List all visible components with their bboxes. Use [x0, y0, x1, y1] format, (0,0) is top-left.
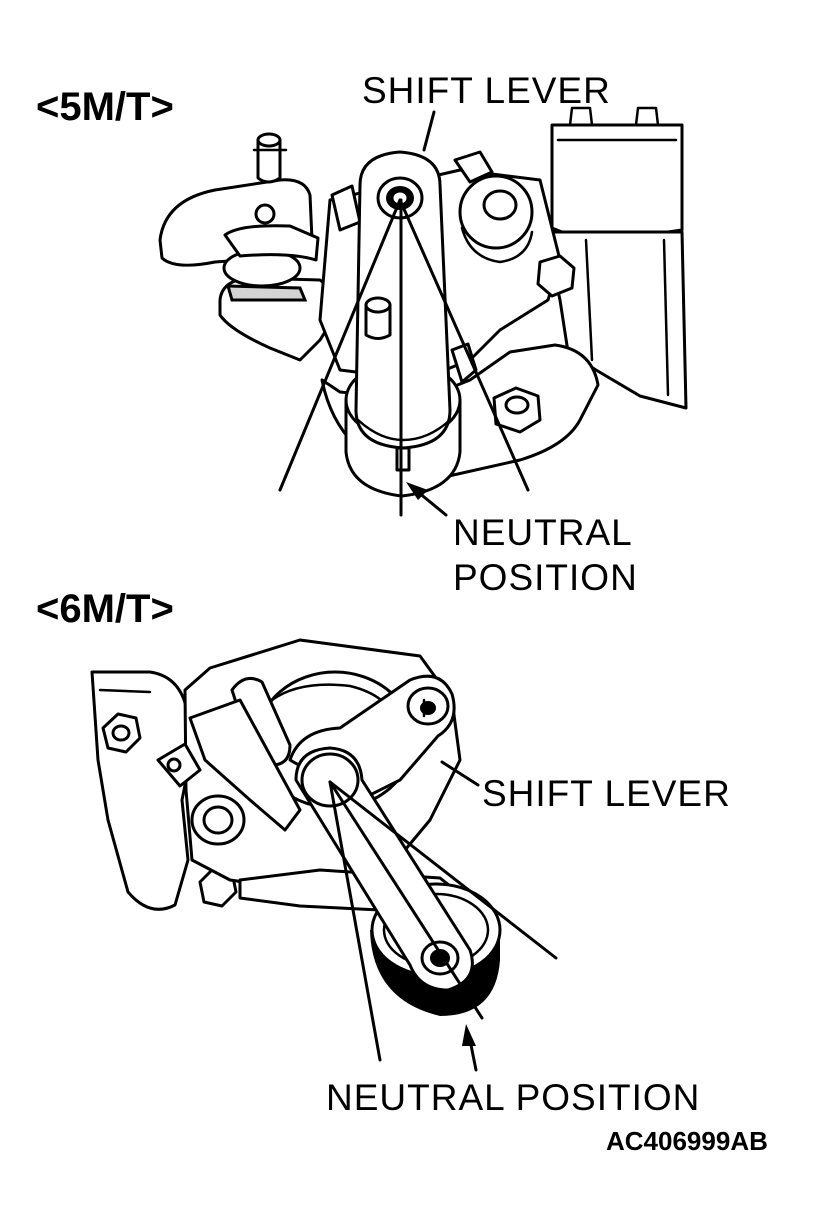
- lever-travel-line-right-6mt: [328, 780, 558, 960]
- neutral-arrow-head-5mt: [406, 482, 428, 500]
- housing-tab-left: [568, 106, 594, 127]
- lever-travel-line-left: [278, 198, 402, 492]
- neutral-leader-5mt: [416, 490, 448, 517]
- label-neutral-5mt-line1: NEUTRAL: [453, 512, 633, 553]
- lever-travel-line-right: [398, 198, 530, 492]
- label-neutral-5mt-line2: POSITION: [453, 557, 638, 598]
- shift-lever-leader-6mt: [440, 760, 480, 787]
- shift-lever-arm: [354, 150, 452, 450]
- neutral-arrow-head-6mt: [462, 1024, 476, 1046]
- housing-body: [543, 230, 688, 410]
- annotation-lines-5mt: [278, 110, 530, 517]
- shift-mechanism-5mt-illustration: [158, 106, 688, 498]
- housing-block: [550, 123, 684, 238]
- shift-lever-leader-5mt: [422, 110, 436, 152]
- shift-lever-arm-6mt: [294, 746, 474, 992]
- link-rod: [188, 698, 302, 832]
- neutral-notch: [395, 446, 411, 472]
- figure-code: AC406999AB: [606, 1126, 768, 1156]
- annotation-lines-6mt: [328, 760, 558, 1072]
- shift-mechanism-6mt-illustration: [90, 638, 502, 1016]
- label-neutral-6mt: NEUTRAL POSITION: [326, 1077, 700, 1118]
- housing-tab-right: [634, 106, 660, 127]
- hex-bolt: [536, 254, 576, 298]
- heading-5mt: <5M/T>: [36, 85, 174, 129]
- neutral-center-line-6mt: [328, 780, 484, 1020]
- mounting-bracket: [90, 670, 192, 911]
- lever-travel-line-left-6mt: [328, 780, 382, 1062]
- label-shift-lever-5mt: SHIFT LEVER: [362, 70, 611, 111]
- heading-6mt: <6M/T>: [36, 587, 174, 631]
- label-shift-lever-6mt: SHIFT LEVER: [482, 773, 731, 814]
